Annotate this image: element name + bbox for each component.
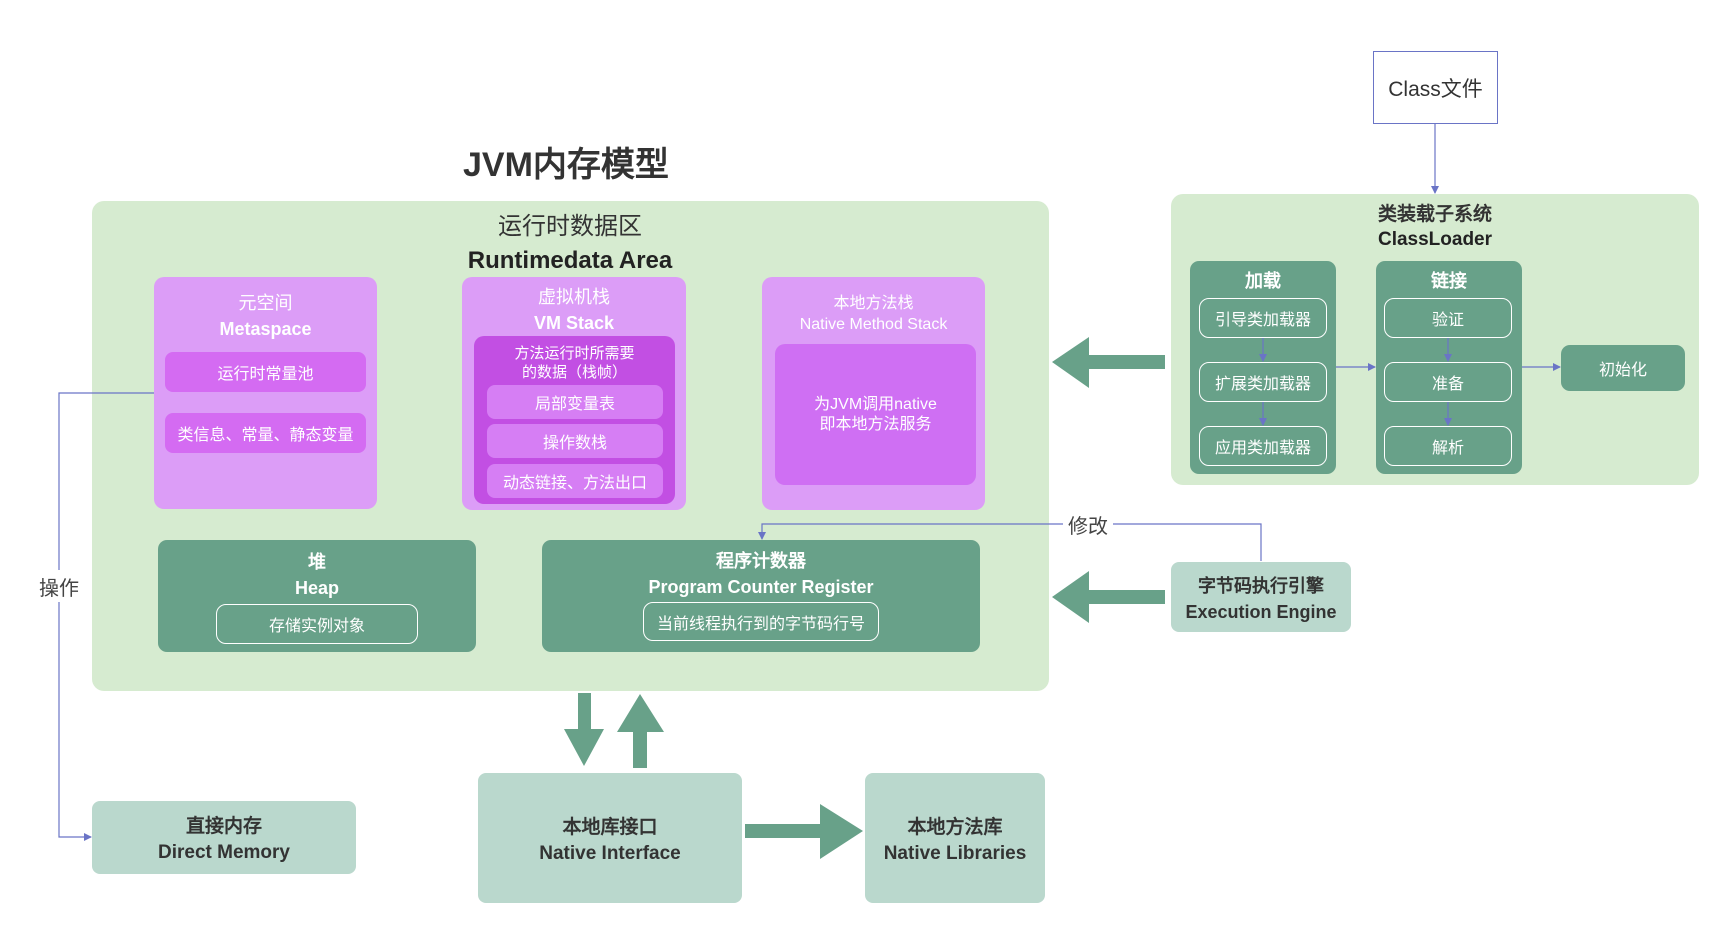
engine-to-runtime-arrow	[1052, 571, 1165, 623]
operate-connector	[58, 392, 154, 841]
metaspace-title-cn: 元空间	[238, 292, 293, 314]
big-arrows	[564, 337, 1165, 859]
heap-title-en: Heap	[294, 577, 339, 598]
direct-memory-box: 直接内存 Direct Memory	[92, 801, 356, 874]
stack-frame-label-line2: 的数据（栈帧）	[521, 364, 627, 381]
vm-stack-title: 虚拟机栈 VM Stack	[462, 282, 686, 334]
bootstrap-classloader: 引导类加载器	[1199, 298, 1327, 338]
vm-stack-title-cn: 虚拟机栈	[538, 286, 610, 308]
vm-stack-title-en: VM Stack	[533, 312, 615, 333]
execution-engine-title-cn: 字节码执行引擎	[1198, 575, 1324, 597]
runtime-area-title-cn: 运行时数据区	[498, 211, 642, 240]
native-interface-to-libraries-arrow	[745, 804, 863, 859]
pc-register-title: 程序计数器 Program Counter Register	[542, 546, 980, 598]
classloader-title-cn: 类装载子系统	[1377, 203, 1492, 225]
native-interface-title-en: Native Interface	[539, 842, 681, 864]
native-stack-desc-line1: 为JVM调用native	[814, 395, 937, 413]
stack-frame-label-line1: 方法运行时所需要	[514, 345, 635, 362]
native-interface-title-cn: 本地库接口	[562, 815, 658, 838]
class-info-item: 类信息、常量、静态变量	[165, 413, 366, 453]
classloader-to-runtime-arrow	[1052, 337, 1165, 388]
classloader-title: 类装载子系统 ClassLoader	[1300, 199, 1570, 251]
native-libraries-title-en: Native Libraries	[883, 842, 1027, 864]
classloader-title-en: ClassLoader	[1377, 229, 1493, 250]
native-libraries-title-cn: 本地方法库	[907, 815, 1003, 838]
direct-memory-title-en: Direct Memory	[158, 842, 290, 863]
native-interface-to-runtime-arrow	[617, 694, 664, 768]
operate-label: 操作	[39, 577, 79, 600]
metaspace-title-en: Metaspace	[219, 318, 312, 339]
class-file-box: Class文件	[1373, 51, 1498, 124]
execution-engine-box: 字节码执行引擎 Execution Engine	[1171, 562, 1351, 632]
modify-label: 修改	[1068, 515, 1108, 538]
prepare-step: 准备	[1384, 362, 1512, 402]
verify-step: 验证	[1384, 298, 1512, 338]
modify-connector	[758, 523, 1262, 561]
runtime-to-native-interface-arrow	[564, 693, 604, 766]
pc-register-title-cn: 程序计数器	[716, 550, 806, 572]
runtime-area-title: 运行时数据区 Runtimedata Area	[360, 206, 780, 274]
native-stack-title-en: Native Method Stack	[799, 315, 948, 333]
loading-title: 加载	[1245, 271, 1281, 292]
linking-title: 链接	[1431, 271, 1467, 292]
native-stack-desc-line2: 即本地方法服务	[819, 415, 932, 433]
local-variable-table: 局部变量表	[487, 385, 663, 419]
metaspace-box	[154, 277, 377, 509]
extension-classloader: 扩展类加载器	[1199, 362, 1327, 402]
resolve-step: 解析	[1384, 426, 1512, 466]
pc-register-item: 当前线程执行到的字节码行号	[643, 602, 879, 641]
heap-instance-storage: 存储实例对象	[216, 604, 418, 644]
stack-frame-label: 方法运行时所需要 的数据（栈帧）	[474, 342, 675, 384]
metaspace-title: 元空间 Metaspace	[154, 287, 377, 341]
heap-title-cn: 堆	[308, 551, 326, 573]
heap-title: 堆 Heap	[158, 547, 476, 599]
native-stack-desc: 为JVM调用native 即本地方法服务	[775, 344, 976, 485]
runtime-area-title-en: Runtimedata Area	[467, 246, 673, 274]
page-title: JVM内存模型	[463, 146, 669, 184]
application-classloader: 应用类加载器	[1199, 426, 1327, 466]
native-libraries-box: 本地方法库 Native Libraries	[865, 773, 1045, 903]
pc-register-title-en: Program Counter Register	[648, 576, 874, 597]
native-stack-title: 本地方法栈 Native Method Stack	[762, 289, 985, 333]
initialization-step: 初始化	[1561, 345, 1685, 391]
native-interface-box: 本地库接口 Native Interface	[478, 773, 742, 903]
runtime-constant-pool: 运行时常量池	[165, 352, 366, 392]
native-stack-title-cn: 本地方法栈	[833, 294, 914, 312]
execution-engine-title-en: Execution Engine	[1185, 601, 1337, 622]
direct-memory-title-cn: 直接内存	[185, 815, 262, 837]
dynamic-linking: 动态链接、方法出口	[487, 464, 663, 498]
operand-stack: 操作数栈	[487, 424, 663, 458]
